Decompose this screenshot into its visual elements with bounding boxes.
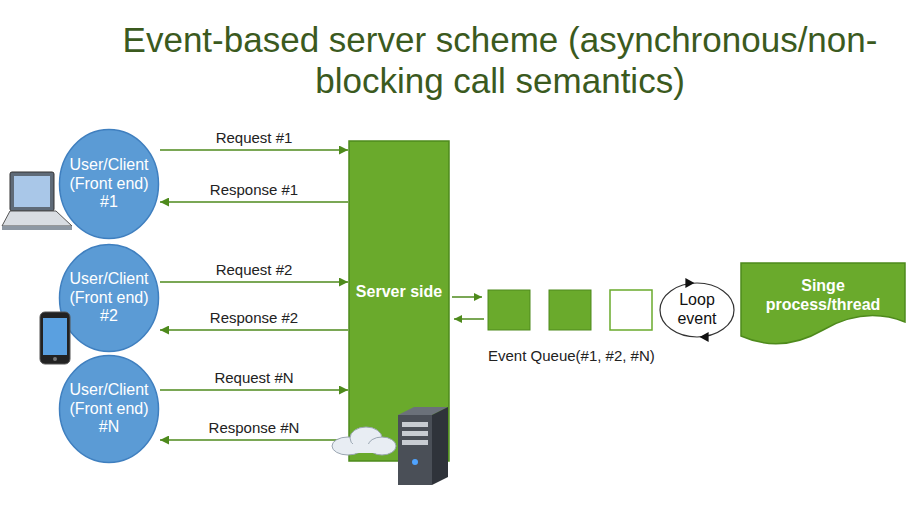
drive-bay [402,431,428,436]
message-arrow [160,201,348,203]
phone-body [40,312,70,364]
message-label: Response #2 [210,309,298,326]
cloud-fill [340,444,386,453]
message-arrow [160,281,348,283]
message-label: Request #N [214,369,293,386]
node-text: User/Client (Front end) #2 [66,270,152,327]
message-arrow [160,149,348,151]
laptop-base [2,226,72,230]
message-arrow [160,439,348,441]
queue-caption: Event Queue(#1, #2, #N) [488,347,655,364]
node-text: Loop event [668,291,726,329]
message-arrow [160,329,348,331]
client-circle: User/Client (Front end) #2 [58,243,160,353]
edge-label-box: Response #N [209,419,300,437]
client-circle-fill [60,356,159,463]
message-label: Response #N [209,419,300,436]
server-box-fill [349,141,449,461]
message-label: Request #1 [216,129,293,146]
drive-bay [402,440,428,445]
server-icon [398,407,448,485]
phone-button [53,357,57,361]
diagram-title: Event-based server scheme (asynchronous/… [120,19,880,101]
client-circle: User/Client (Front end) #1 [58,128,160,240]
cloud-puff [368,437,396,455]
message-label: Request #2 [216,261,293,278]
node-text: User/Client (Front end) #N [66,381,152,438]
server-box: Server side [348,140,450,462]
laptop-screen-frame [10,172,54,211]
client-circle-fill [60,130,159,239]
client-circle-fill [60,245,159,352]
laptop-screen [14,176,50,207]
cloud-puff [332,437,364,455]
cloud-icon [332,427,396,455]
queue-arrows [452,297,484,319]
queue-arrow [452,296,482,298]
loop-ellipse-fill [660,283,734,337]
phone-screen [43,318,67,355]
node-text: Singe process/thread [758,277,888,315]
loop-arrow-head [700,332,709,342]
queue-arrow [454,318,484,320]
queue-caption-box: Event Queue(#1, #2, #N) [488,347,655,365]
process-banner-fill [741,263,905,344]
node-text: User/Client (Front end) #1 [66,156,152,213]
loop-arrow-head [685,278,694,288]
queue-slot [549,290,591,330]
server-side [432,407,448,485]
process-banner: Singe process/thread [740,262,906,342]
server-box-outline [348,140,450,462]
phone-icon [40,312,70,364]
client-circle: User/Client (Front end) #N [58,354,160,464]
drive-bay [402,422,428,427]
queue-slot [488,290,530,330]
edge-label-box: Request #1 [216,129,293,147]
edge-label-box: Request #N [214,369,293,387]
message-arrow [160,389,348,391]
edge-label-box: Response #1 [210,181,298,199]
loop-event-ellipse: Loop event [659,282,735,338]
laptop-icon [2,172,72,230]
queue-slot [610,290,652,330]
cloud-puff [350,427,382,449]
message-label: Response #1 [210,181,298,198]
edge-label-box: Request #2 [216,261,293,279]
node-text: Server side [356,283,442,302]
laptop-keyboard [2,211,72,226]
power-light [412,459,418,465]
server-front [398,415,432,485]
edge-label-box: Response #2 [210,309,298,327]
server-top [398,407,448,415]
event-queue [488,290,652,330]
